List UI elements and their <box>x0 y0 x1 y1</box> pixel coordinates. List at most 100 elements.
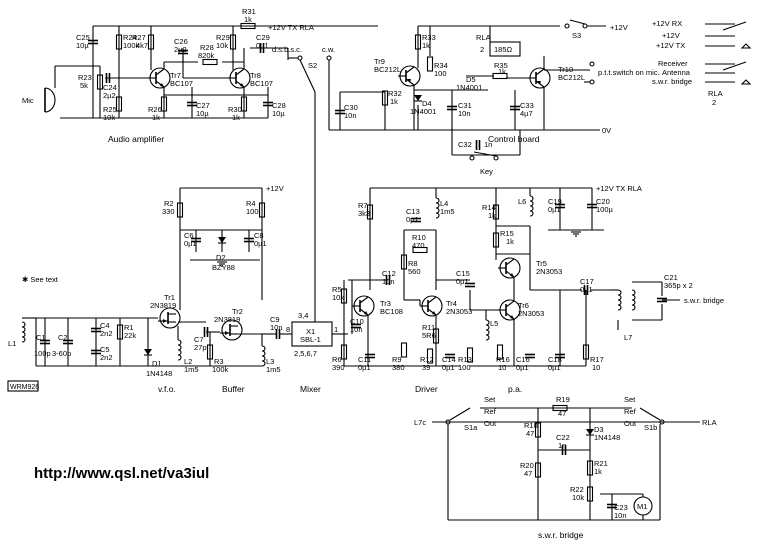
c27-label: C27 <box>196 101 210 110</box>
c14-value: 0µ1 <box>442 363 455 372</box>
c17-value: 0µ1 <box>580 285 593 294</box>
r10-label: R10 <box>412 233 426 242</box>
r5-value: 10k <box>332 293 344 302</box>
c18-value: 0µ1 <box>548 363 561 372</box>
c2-label: C2 <box>58 333 68 342</box>
ref-code-box <box>7 380 39 392</box>
r12-value: 39 <box>422 363 430 372</box>
c19-label: C19 <box>548 197 562 206</box>
r6-value: 390 <box>332 363 345 372</box>
legend-12v: +12V <box>662 31 680 40</box>
r4-label: R4 <box>246 199 256 208</box>
r3-label: R3 <box>214 357 224 366</box>
mic-label: Mic <box>22 96 34 105</box>
c33-value: 4µ7 <box>520 109 533 118</box>
c5-value: 2n2 <box>100 353 113 362</box>
x1-pin-1: 1 <box>334 325 338 334</box>
c2-value: 3-60p <box>52 349 71 358</box>
rail-12v-tx-rla-top: +12V TX RLA <box>268 23 314 32</box>
c18-label: C18 <box>548 355 562 364</box>
r26-label: R26 <box>148 105 162 114</box>
r21-label: R21 <box>594 459 608 468</box>
l2-label: L2 <box>184 357 192 366</box>
r16-value: 10 <box>498 363 506 372</box>
tr3-label: Tr3 <box>380 299 391 308</box>
c29-label: C29 <box>256 33 270 42</box>
legend-12v-tx: +12V TX <box>656 41 685 50</box>
l6-label: L6 <box>518 197 526 206</box>
tr4-value: 2N3053 <box>446 307 472 316</box>
c23-label: C23 <box>614 503 628 512</box>
source-url: http://www.qsl.net/va3iul <box>34 465 209 482</box>
c32-value: 1n <box>484 140 492 149</box>
c1-label: C1 <box>36 333 46 342</box>
c17-label: C17 <box>580 277 594 286</box>
r32-label: R32 <box>388 89 402 98</box>
swr-bridge <box>432 404 700 521</box>
x1-value: SBL-1 <box>300 335 321 344</box>
swr-bridge-label: s.w.r. bridge <box>538 530 584 540</box>
rla-box-sub: 2 <box>480 45 484 54</box>
r2-value: 330 <box>162 207 175 216</box>
r22-label: R22 <box>570 485 584 494</box>
tr8-value: BC107 <box>250 79 273 88</box>
driver-label: Driver <box>415 384 438 394</box>
tr10-value: BC212L <box>558 73 585 82</box>
r14-label: R14 <box>482 203 496 212</box>
c5-label: C5 <box>100 345 110 354</box>
c30-label: C30 <box>344 103 358 112</box>
l2-value: 1m5 <box>184 365 199 374</box>
c23-value: 10n <box>614 511 627 520</box>
driver-pa <box>340 187 680 367</box>
m1-label: M1 <box>637 502 647 511</box>
r17-value: 10 <box>592 363 600 372</box>
r7-value: 3k3 <box>358 209 370 218</box>
control-board <box>381 19 606 161</box>
r10-value: 470 <box>412 241 425 250</box>
r17-label: R17 <box>590 355 604 364</box>
c10-value: 10n <box>350 325 363 334</box>
c30-value: 10n <box>344 111 357 120</box>
c26-value: 2µ2 <box>174 45 187 54</box>
r31-label: R31 <box>242 7 256 16</box>
c32-label: C32 <box>458 140 472 149</box>
tr5-value: 2N3053 <box>536 267 562 276</box>
control-board-label: Control board <box>488 134 540 144</box>
r18-label: R18 <box>524 421 538 430</box>
r30-value: 1k <box>232 113 240 122</box>
d1-label: D1 <box>152 359 162 368</box>
d4-label: D4 <box>422 99 432 108</box>
c11-value: 0µ1 <box>358 363 371 372</box>
c21-label: C21 <box>664 273 678 282</box>
rail-12v-mid: +12V <box>266 184 284 193</box>
c7-value: 27p <box>194 343 207 352</box>
r9-value: 380 <box>392 363 405 372</box>
c25-value: 10µ <box>76 41 89 50</box>
r25-label: R25 <box>103 105 117 114</box>
d4-value: 1N4001 <box>410 107 436 116</box>
r13-value: 100 <box>458 363 471 372</box>
r7-label: R7 <box>358 201 368 210</box>
r18-value: 47 <box>526 429 534 438</box>
c14-label: C14 <box>442 355 456 364</box>
c1-value: 100p <box>34 349 51 358</box>
l3-label: L3 <box>266 357 274 366</box>
tr10-label: Tr10 <box>558 65 573 74</box>
c31-label: C31 <box>458 101 472 110</box>
see-text-note: ✱ See text <box>22 275 59 284</box>
r6-label: R6 <box>332 355 342 364</box>
c22-label: C22 <box>556 433 570 442</box>
r29-label: R29 <box>216 33 230 42</box>
tr8-label: Tr8 <box>250 71 261 80</box>
rla-out-label: RLA <box>702 418 717 427</box>
r12-label: R12 <box>420 355 434 364</box>
r31-value: 1k <box>244 15 252 24</box>
s3-label: S3 <box>572 31 581 40</box>
c8-label: C8 <box>254 231 264 240</box>
d2-value: BZY88 <box>212 263 235 272</box>
tr9-value: BC212L <box>374 65 401 74</box>
r26-value: 1k <box>152 113 160 122</box>
c15-value: 0µ1 <box>456 277 469 286</box>
c21-value: 365p x 2 <box>664 281 693 290</box>
d3-value: 1N4148 <box>594 433 620 442</box>
